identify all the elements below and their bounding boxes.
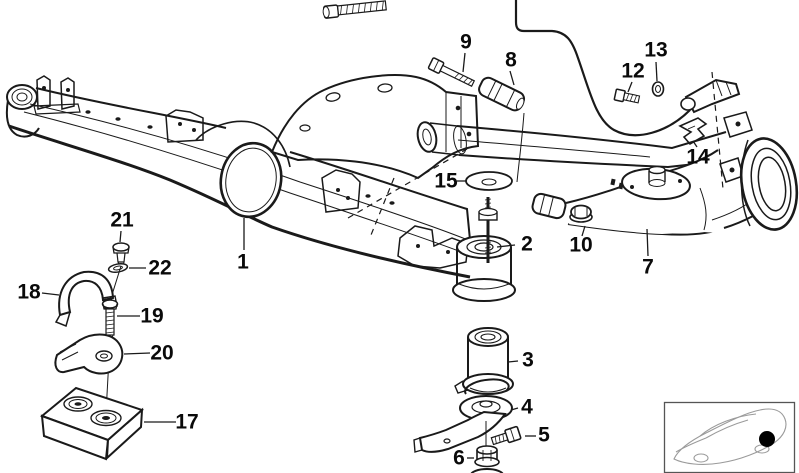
part-callout-10: 10 xyxy=(569,234,592,257)
dashed-guides xyxy=(347,71,724,236)
callout-leader-3 xyxy=(507,360,519,363)
part-callout-5: 5 xyxy=(538,424,550,447)
part-callout-13: 13 xyxy=(644,39,667,62)
bolt-19 xyxy=(101,299,119,339)
car-outline xyxy=(673,408,787,465)
part-callout-12: 12 xyxy=(621,60,644,83)
callout-leader-9 xyxy=(462,52,466,73)
bolt-top-unlabeled xyxy=(322,0,387,19)
bolt-2 xyxy=(478,197,498,263)
callout-leader-21 xyxy=(119,230,122,243)
callout-leader-14 xyxy=(692,140,698,148)
part-callout-17: 17 xyxy=(175,411,198,434)
part-callout-20: 20 xyxy=(150,342,173,365)
part-callout-9: 9 xyxy=(460,31,472,54)
part-callout-7: 7 xyxy=(642,256,654,279)
trailing-arm xyxy=(416,111,799,236)
bracket-4 xyxy=(413,378,513,453)
part-callout-1: 1 xyxy=(237,251,249,274)
callout-leader-13 xyxy=(655,61,658,82)
bushing-8 xyxy=(478,76,526,112)
callout-leader-2 xyxy=(496,244,516,248)
bolt-12 xyxy=(613,88,641,104)
part-callout-6: 6 xyxy=(453,447,465,470)
nut-6 xyxy=(474,445,500,468)
part-callout-22: 22 xyxy=(148,257,171,280)
callout-leader-18 xyxy=(41,292,60,296)
bolt-5 xyxy=(490,425,522,446)
car-inset xyxy=(663,401,796,473)
callout-leader-20 xyxy=(123,352,151,355)
part-callout-14: 14 xyxy=(686,146,710,169)
washer-below-6 xyxy=(470,468,504,473)
callout-leader-12 xyxy=(627,81,633,93)
part-callout-2: 2 xyxy=(521,233,533,256)
washer-13 xyxy=(651,81,665,97)
washer-22 xyxy=(107,262,129,274)
callout-leader-7 xyxy=(646,228,649,257)
rubber-mount-17 xyxy=(40,386,144,461)
bracket-20 xyxy=(54,333,124,375)
bolt-9 xyxy=(427,57,476,88)
sensor-cable xyxy=(514,0,691,137)
callout-leader-4 xyxy=(510,407,519,411)
washer-15 xyxy=(465,171,513,191)
nut-10 xyxy=(569,204,593,223)
part-callout-8: 8 xyxy=(505,49,517,72)
part-callout-15: 15 xyxy=(434,170,458,193)
part-callout-19: 19 xyxy=(140,305,163,328)
clip-14 xyxy=(678,117,708,146)
part-callout-21: 21 xyxy=(110,209,134,232)
callout-leader-8 xyxy=(509,70,515,86)
part-callout-18: 18 xyxy=(17,281,41,304)
abs-sensor xyxy=(680,78,741,114)
part-callout-4: 4 xyxy=(521,396,533,419)
bolt-21 xyxy=(112,242,130,267)
part-callout-3: 3 xyxy=(522,349,534,372)
rubber-mount-3 xyxy=(454,327,514,395)
axle-carrier-beam xyxy=(5,74,516,302)
callout-leader-10 xyxy=(581,225,586,237)
location-marker-dot xyxy=(759,431,775,447)
bushing-8-axis-line xyxy=(516,112,525,183)
